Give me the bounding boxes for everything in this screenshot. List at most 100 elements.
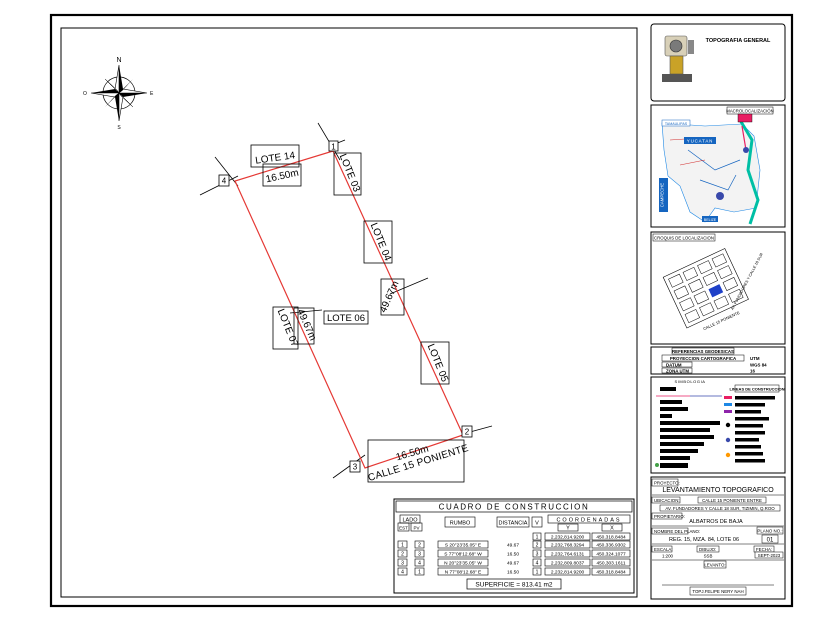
svg-text:N 20°23'35.05" W: N 20°23'35.05" W [444,561,482,567]
vertex-4: 4 [218,174,230,187]
svg-text:CALLE 15 PONIENTE ENTRE: CALLE 15 PONIENTE ENTRE [702,498,762,503]
svg-text:49.67m: 49.67m [378,280,402,315]
plan-frame [60,27,638,598]
svg-text:16.50: 16.50 [507,570,519,576]
svg-text:LINEAS DE CONSTRUCCION: LINEAS DE CONSTRUCCION [729,387,784,392]
svg-text:3: 3 [353,463,358,472]
svg-text:450,303.1611: 450,303.1611 [597,561,626,567]
target-lot-marker [708,284,724,298]
plan-area: N S E O 1 2 3 [60,27,638,598]
svg-text:2: 2 [536,543,539,549]
th-pv: PV [413,526,419,531]
project-value: LEVANTAMIENTO TOPOGRAFICO [662,487,774,494]
svg-text:TAMAULIPAS: TAMAULIPAS [665,122,688,126]
th-distancia: DISTANCIA [499,521,528,527]
svg-text:4: 4 [222,177,227,186]
lot-label-05: LOTE 05 [420,341,450,385]
svg-text:BELIZE: BELIZE [704,218,717,222]
svg-text:UTM: UTM [750,356,760,361]
svg-text:LOTE 06: LOTE 06 [327,313,365,324]
svg-text:NOMBRE DEL PLANO:: NOMBRE DEL PLANO: [654,529,700,534]
legend-symbols [655,387,775,468]
svg-text:1: 1 [418,570,421,576]
macro-title: MACROLOCALIZACIÓN [726,109,774,114]
title-block-sidebar: TOPOGRAFIA GENERAL MACROLOCALIZACIÓN TAM… [650,23,786,600]
svg-text:16.50: 16.50 [507,552,519,558]
propietario-label: PROPIETARIO: [654,514,685,519]
vertex-2: 2 [461,425,473,438]
north-label: N [116,57,121,64]
superficie-label: SUPERFICIE = 813.41 m2 [475,582,553,589]
svg-text:2: 2 [418,543,421,549]
svg-text:16: 16 [750,368,755,373]
table-row: 2 3 S 77°08'12.68" W 16.50 3 2,232,764.6… [397,549,631,558]
th-rumbo: RUMBO [450,521,471,527]
th-coordenadas: COORDENADAS [556,518,621,524]
svg-text:1: 1 [536,570,539,576]
svg-text:3: 3 [536,552,539,558]
legend-panel: SIMBOLOGIA LINEAS DE CONSTRUCCION [650,376,786,474]
vertex-3: 3 [349,460,361,473]
svg-text:450,318.8484: 450,318.8484 [596,535,626,541]
project-label: PROYECTO: [654,480,680,485]
logo-title: TOPOGRAFIA GENERAL [706,38,771,44]
svg-text:FECHA:: FECHA: [756,547,772,552]
plan-number-value: 01 [767,538,774,544]
svg-text:4: 4 [401,570,404,576]
th-v: V [535,521,539,527]
svg-text:49.67: 49.67 [507,561,519,567]
propietario-value: ALBATROS DE BAJA [689,519,743,525]
svg-text:450,318.8484: 450,318.8484 [596,570,626,576]
svg-text:4: 4 [418,561,421,567]
ubicacion-label: UBICACION: [654,498,680,503]
svg-text:2,232,768.3294: 2,232,768.3294 [551,543,585,549]
svg-text:3: 3 [401,561,404,567]
table-title: CUADRO DE CONSTRUCCION [439,503,590,512]
svg-text:SEPT-2023: SEPT-2023 [758,553,781,558]
svg-text:DIBUJO:: DIBUJO: [699,547,716,552]
svg-text:LOTE 03: LOTE 03 [337,152,362,194]
svg-text:S 77°08'12.68" W: S 77°08'12.68" W [444,552,482,558]
svg-text:SIMBOLOGIA: SIMBOLOGIA [674,379,705,384]
theodolite-icon [662,35,694,82]
croquis-title: CROQUIS DE LOCALIZACION [654,236,714,241]
svg-text:2,232,814.9200: 2,232,814.9200 [551,570,585,576]
lot-label-06: LOTE 06 [323,310,369,325]
svg-text:1: 1 [331,143,336,152]
table-row: 4 1 N 77°08'12.68" E 16.50 1 2,232,814.9… [397,567,631,576]
plan-name-value: REG. 15, MZA. 84, LOTE 06 [669,537,739,543]
svg-text:450,324.1077: 450,324.1077 [596,552,626,558]
svg-text:S: S [117,125,121,131]
svg-text:REFERENCIAS GEODESICAS: REFERENCIAS GEODESICAS [672,349,734,354]
svg-text:2,232,809.8037: 2,232,809.8037 [551,561,585,567]
svg-text:2: 2 [465,428,470,437]
svg-text:4: 4 [536,561,539,567]
th-x: X [610,526,614,532]
svg-text:3: 3 [418,552,421,558]
surveyor-name: TOPJ.FELIPE NERY NAH [692,589,743,594]
svg-text:2,232,814.9200: 2,232,814.9200 [551,535,585,541]
svg-text:LOTE 05: LOTE 05 [425,342,450,384]
lot-label-03: LOTE 03 [333,152,362,196]
svg-text:YUCATAN: YUCATAN [687,138,713,143]
logo-panel: TOPOGRAFIA GENERAL [650,23,786,102]
svg-text:O: O [83,91,87,97]
table-row: 1 2 S 20°23'35.05" E 49.67 2 2,232,768.3… [397,540,631,549]
sheet-border [49,13,794,608]
svg-text:49.67: 49.67 [507,543,519,549]
svg-text:CAMPECHE: CAMPECHE [660,183,665,207]
svg-text:S 20°23'35.05" E: S 20°23'35.05" E [445,543,481,549]
macrolocalization-panel: MACROLOCALIZACIÓN TAMAULIPAS YUCATAN CAM… [650,104,786,228]
svg-text:1: 1 [536,535,539,541]
svg-text:LEVANTO:: LEVANTO: [704,563,725,568]
svg-text:ESCALA:: ESCALA: [654,547,673,552]
table-row-first: 1 2,232,814.9200 450,318.8484 [532,532,631,541]
block-grid [662,248,749,329]
location-sketch-panel: CROQUIS DE LOCALIZACION AV. FUNDADORES Y… [650,231,786,345]
north-arrow-icon: N S E O [83,57,154,131]
svg-text:1:200: 1:200 [662,554,674,559]
svg-text:LOTE 04: LOTE 04 [368,221,393,263]
svg-text:2: 2 [401,552,404,558]
svg-text:2,232,764.6131: 2,232,764.6131 [551,552,585,558]
